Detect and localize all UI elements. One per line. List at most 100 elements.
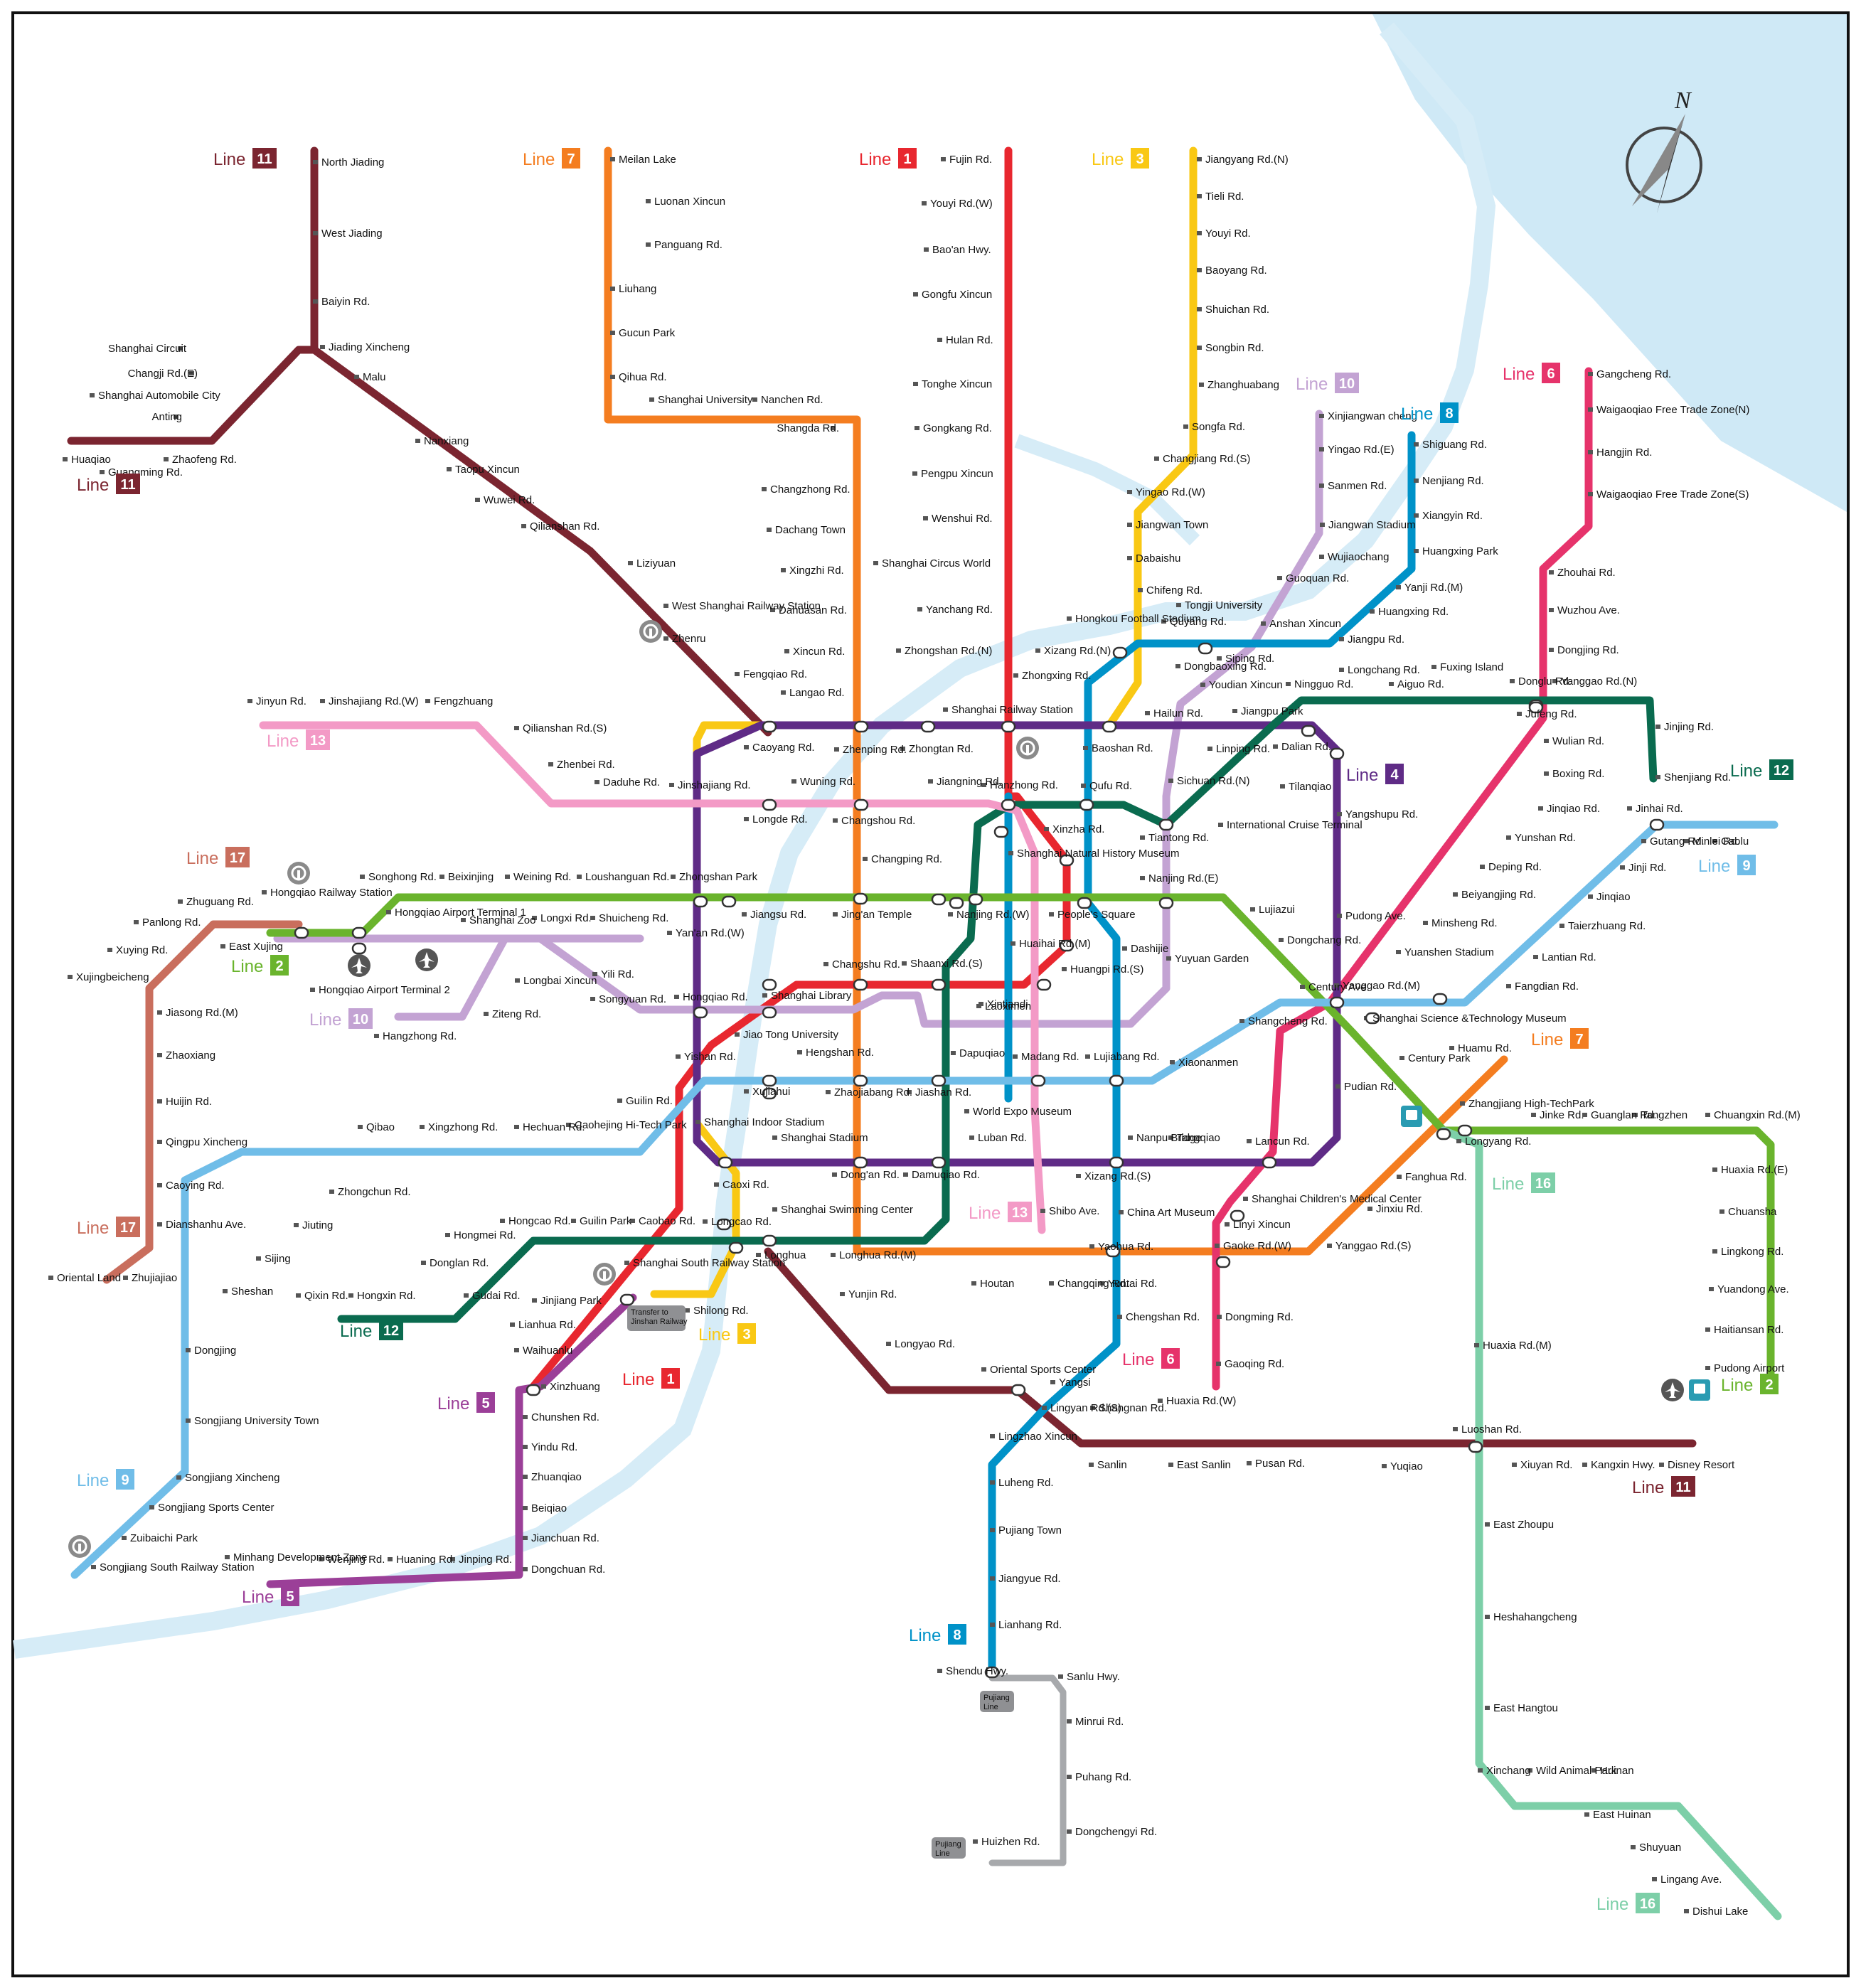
station-marker [1588, 894, 1593, 899]
line-badge-word: Line [1698, 857, 1730, 876]
station-label: Lingyan Rd.(S) [1050, 1402, 1121, 1414]
station-label: Caobao Rd. [639, 1215, 695, 1227]
station-marker [1549, 570, 1554, 575]
station-marker [1216, 1362, 1221, 1366]
station-marker [223, 1289, 228, 1293]
station-label: Minsheng Rd. [1431, 917, 1498, 929]
station-marker [1280, 784, 1285, 789]
station-label: Aiguo Rd. [1397, 678, 1444, 690]
interchange-station-icon [1102, 720, 1117, 733]
station-marker [1339, 637, 1344, 641]
station-label: Xiangyin Rd. [1422, 510, 1483, 522]
station-marker [756, 1253, 761, 1257]
station-label: World Expo Museum [973, 1106, 1072, 1118]
line-badge-number: 8 [953, 1628, 961, 1643]
station-label: Jinping Rd. [459, 1554, 512, 1566]
station-marker [500, 1219, 505, 1223]
station-label: Dongchuan Rd. [531, 1564, 605, 1576]
station-label: Gaoqing Rd. [1225, 1358, 1284, 1370]
station-marker [1549, 608, 1554, 612]
station-label: Huaqiao [71, 454, 111, 466]
station-marker [63, 457, 68, 461]
station-marker [834, 747, 839, 752]
station-label: Dianshanhu Ave. [166, 1219, 246, 1231]
station-label: Shuicheng Rd. [599, 912, 668, 924]
station-marker [1138, 588, 1143, 592]
station-marker [91, 1565, 96, 1569]
station-label: Shangcheng Rd. [1248, 1015, 1328, 1027]
station-label: Huaxia Rd.(M) [1483, 1340, 1552, 1352]
station-label: Lianhua Rd. [518, 1319, 576, 1331]
line-badge-number-box [1161, 1348, 1180, 1369]
station-label: Changjiang Rd.(S) [1163, 453, 1250, 465]
station-label: Waihuanlu [523, 1345, 572, 1357]
station-marker [1544, 739, 1549, 743]
line-2-route [266, 893, 1775, 1394]
station-marker [68, 975, 73, 979]
station-label: Zhongtan Rd. [909, 743, 974, 755]
station-label: Dongming Rd. [1225, 1311, 1294, 1323]
station-label: Xinzha Rd. [1052, 823, 1104, 835]
station-marker [1552, 679, 1557, 683]
station-label: Jinjiang Park [540, 1295, 602, 1307]
station-marker [973, 1839, 978, 1844]
station-marker [1719, 1209, 1724, 1214]
station-label: Daduhe Rd. [603, 776, 660, 789]
map-note-text: Line [983, 1703, 998, 1711]
station-marker [374, 1034, 379, 1038]
station-label: Jinji Rd. [1628, 862, 1666, 874]
station-marker [971, 1281, 976, 1286]
station-marker [886, 1342, 891, 1346]
line-badge-number-box [1737, 855, 1756, 875]
station-marker [1127, 490, 1132, 494]
station-marker [360, 875, 365, 879]
station-marker [1396, 585, 1401, 589]
station-label: Longhua [764, 1249, 806, 1261]
interchange-station-icon [1079, 798, 1094, 811]
station-label: West Shanghai Railway Station [672, 600, 821, 612]
interchange-station-icon [1468, 1441, 1483, 1453]
station-label: Shanghai South Railway Station [633, 1257, 785, 1269]
station-marker [1168, 779, 1173, 783]
station-marker [523, 1445, 528, 1449]
station-marker [475, 498, 480, 502]
station-label: West Jiading [321, 228, 383, 240]
station-marker [1591, 1768, 1596, 1773]
line-badge-word: Line [1092, 150, 1124, 169]
station-label: Jiuting [302, 1219, 333, 1231]
line-badge-number-box [737, 1323, 756, 1344]
station-label: Haitiansan Rd. [1714, 1324, 1783, 1336]
